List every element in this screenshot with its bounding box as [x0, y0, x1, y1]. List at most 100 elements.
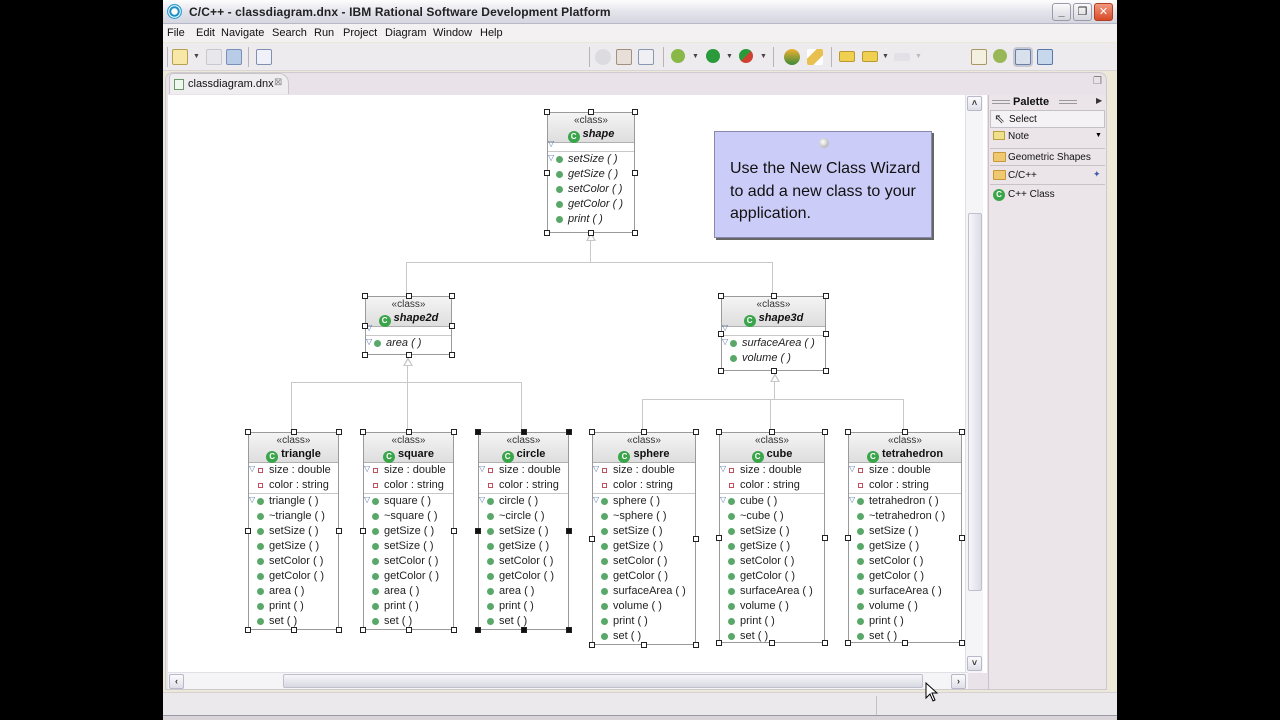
previous-dropdown-icon[interactable]: ▼	[882, 53, 889, 60]
operation[interactable]: cube ( )	[740, 495, 778, 507]
collapse-triangle-icon[interactable]: ▽	[479, 464, 486, 473]
resize-handle[interactable]	[959, 429, 965, 435]
resize-handle[interactable]	[449, 293, 455, 299]
palette-drawer-geometric-shapes[interactable]: Geometric Shapes	[990, 148, 1105, 166]
operation[interactable]: getSize ( )	[568, 168, 619, 180]
operation[interactable]: sphere ( )	[613, 495, 661, 507]
operation[interactable]: set ( )	[499, 615, 528, 627]
scroll-up-button[interactable]: ˄	[967, 96, 982, 111]
collapse-triangle-icon[interactable]: ▽	[548, 139, 555, 148]
operation[interactable]: getColor ( )	[499, 570, 555, 582]
scroll-down-button[interactable]: ˅	[967, 656, 982, 671]
pin-icon[interactable]: ✦	[1093, 169, 1101, 179]
horizontal-scrollbar[interactable]: ‹ ›	[168, 672, 968, 689]
attribute[interactable]: color : string	[499, 479, 559, 491]
new-file-icon[interactable]	[638, 49, 654, 65]
operation[interactable]: getColor ( )	[740, 570, 796, 582]
operation[interactable]: set ( )	[740, 630, 769, 642]
collapse-triangle-icon[interactable]: ▽	[479, 495, 486, 504]
operation[interactable]: surfaceArea ( )	[613, 585, 686, 597]
previous-edit-icon[interactable]	[862, 51, 878, 62]
search-icon[interactable]	[807, 49, 823, 65]
resize-handle[interactable]	[632, 109, 638, 115]
cpp-perspective-icon[interactable]	[1015, 49, 1031, 65]
operation[interactable]: ~tetrahedron ( )	[869, 510, 946, 522]
operation[interactable]: print ( )	[613, 615, 648, 627]
operation[interactable]: getSize ( )	[269, 540, 320, 552]
tab-close-icon[interactable]: ⊠	[274, 77, 283, 88]
operation[interactable]: volume ( )	[742, 352, 791, 364]
menu-window[interactable]: Window	[433, 27, 473, 39]
operation[interactable]: print ( )	[384, 600, 419, 612]
forward-dropdown-icon[interactable]: ▼	[915, 53, 922, 60]
vertical-scrollbar[interactable]: ˄ ˅	[965, 95, 983, 673]
open-perspective-icon[interactable]	[971, 49, 987, 65]
operation[interactable]: surfaceArea ( )	[869, 585, 942, 597]
resize-handle[interactable]	[360, 429, 366, 435]
operation[interactable]: print ( )	[740, 615, 775, 627]
operation[interactable]: setColor ( )	[869, 555, 924, 567]
resize-handle[interactable]	[520, 627, 527, 633]
resize-handle[interactable]	[336, 627, 342, 633]
new-wizard-icon[interactable]	[172, 49, 188, 65]
collapse-triangle-icon[interactable]: ▽	[548, 153, 555, 162]
binary-icon[interactable]	[256, 49, 272, 65]
external-tools-icon[interactable]	[739, 49, 753, 63]
resize-handle[interactable]	[566, 627, 572, 633]
operation[interactable]: print ( )	[499, 600, 534, 612]
operation[interactable]: tetrahedron ( )	[869, 495, 939, 507]
palette-header[interactable]: Palette ▶	[989, 95, 1107, 110]
collapse-triangle-icon[interactable]: ▽	[364, 464, 371, 473]
operation[interactable]: getColor ( )	[384, 570, 440, 582]
resize-handle[interactable]	[641, 642, 647, 648]
resize-handle[interactable]	[770, 368, 777, 374]
resize-handle[interactable]	[845, 640, 851, 646]
palette-select-tool[interactable]: ⇖ Select	[990, 110, 1105, 128]
operation[interactable]: setColor ( )	[568, 183, 623, 195]
collapse-triangle-icon[interactable]: ▽	[364, 495, 371, 504]
menu-file[interactable]: File	[167, 27, 185, 39]
resize-handle[interactable]	[405, 293, 412, 299]
operation[interactable]: ~circle ( )	[499, 510, 545, 522]
resize-handle[interactable]	[475, 429, 481, 435]
resize-handle[interactable]	[245, 429, 251, 435]
menu-navigate[interactable]: Navigate	[221, 27, 265, 39]
scroll-left-button[interactable]: ‹	[169, 674, 184, 689]
resize-handle[interactable]	[362, 352, 368, 358]
operation[interactable]: getSize ( )	[499, 540, 550, 552]
refresh-icon[interactable]	[595, 49, 611, 65]
operation[interactable]: setColor ( )	[269, 555, 324, 567]
operation[interactable]: getColor ( )	[269, 570, 325, 582]
maximize-button[interactable]: ❐	[1073, 3, 1092, 21]
resize-handle[interactable]	[588, 109, 594, 115]
external-tools-dropdown-icon[interactable]: ▼	[760, 53, 767, 60]
resize-handle[interactable]	[959, 640, 965, 646]
close-button[interactable]: ✕	[1094, 3, 1113, 21]
tab-classdiagram[interactable]: classdiagram.dnx ⊠	[169, 73, 289, 94]
run-icon[interactable]	[706, 49, 720, 63]
operation[interactable]: set ( )	[613, 630, 642, 642]
operation[interactable]: print ( )	[568, 213, 603, 225]
resize-handle[interactable]	[245, 627, 251, 633]
resize-handle[interactable]	[405, 429, 412, 435]
debug-icon[interactable]	[671, 49, 685, 63]
attribute[interactable]: size : double	[740, 464, 802, 476]
note[interactable]: Use the New Class Wizard to add a new cl…	[714, 131, 932, 238]
minimize-button[interactable]: _	[1052, 3, 1071, 21]
resize-handle[interactable]	[336, 429, 342, 435]
attribute[interactable]: color : string	[613, 479, 673, 491]
attribute[interactable]: size : double	[499, 464, 561, 476]
attribute[interactable]: color : string	[384, 479, 444, 491]
operation[interactable]: setColor ( )	[740, 555, 795, 567]
operation[interactable]: setColor ( )	[613, 555, 668, 567]
collapse-triangle-icon[interactable]: ▽	[249, 495, 256, 504]
horizontal-scroll-thumb[interactable]	[283, 674, 923, 688]
resize-handle[interactable]	[718, 293, 724, 299]
resize-handle[interactable]	[405, 352, 412, 358]
operation[interactable]: square ( )	[384, 495, 432, 507]
resize-handle[interactable]	[716, 429, 722, 435]
